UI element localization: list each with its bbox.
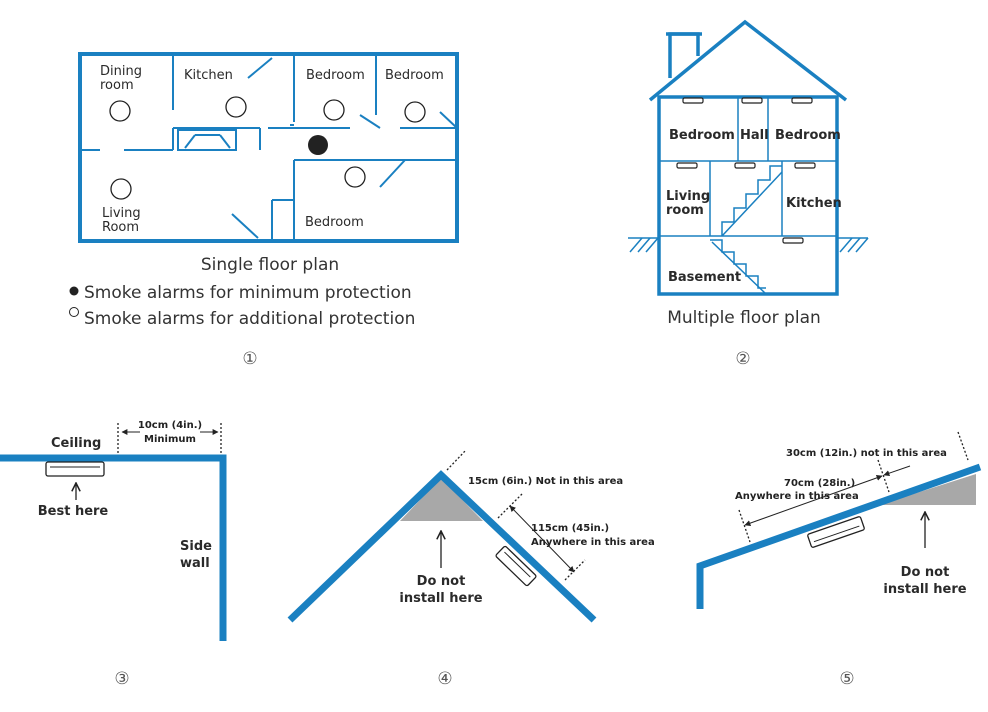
peak-anywhere-2: Anywhere in this area <box>531 537 655 548</box>
slope-do-not: Do not <box>901 565 950 580</box>
dist-10cm: 10cm (4in.) <box>138 420 202 431</box>
ground-hatch <box>628 237 869 253</box>
ceiling-label: Ceiling <box>51 436 101 451</box>
alarm-hollow-dining <box>109 100 131 122</box>
room-label-dining-2: room <box>100 78 134 93</box>
dist-minimum: Minimum <box>144 434 196 445</box>
caption-multiple-floor: Multiple floor plan <box>667 308 821 328</box>
house-label-living: Living <box>666 189 710 204</box>
peak-do-not: Do not <box>417 574 466 589</box>
caption-single-floor: Single floor plan <box>201 255 339 275</box>
single-floor-plan: Dining room Kitchen Bedroom Bedroom Bedr… <box>69 52 459 369</box>
figure-number-1: ① <box>242 349 257 369</box>
house-label-living-2: room <box>666 203 704 218</box>
peak-anywhere-1: 115cm (45in.) <box>531 523 609 534</box>
floor-outline <box>78 52 459 243</box>
peak-alarm <box>495 545 537 587</box>
house-label-bedroom-l: Bedroom <box>669 128 735 143</box>
slope-roof-line <box>696 463 982 609</box>
room-label-living-2: Room <box>102 220 139 235</box>
legend-filled-marker <box>69 286 79 296</box>
room-label-kitchen: Kitchen <box>184 68 233 83</box>
side-wall-label: Side <box>180 539 212 554</box>
ceiling-wall-line <box>0 454 227 641</box>
alarm-hollow-bedroom-b <box>404 101 426 123</box>
sloped-roof-diagram: 30cm (12in.) not in this area 70cm (28in… <box>696 431 982 689</box>
legend-minimum: Smoke alarms for minimum protection <box>84 283 412 303</box>
ceiling-alarm <box>45 461 105 477</box>
figure-number-5: ⑤ <box>839 669 854 689</box>
slope-not-area: 30cm (12in.) not in this area <box>786 448 947 459</box>
house-label-hall: Hall <box>740 128 769 143</box>
peak-install-here: install here <box>399 591 482 606</box>
house-outline <box>648 19 848 296</box>
room-label-dining: Dining <box>100 64 142 79</box>
alarm-filled-hallway <box>308 135 328 155</box>
best-here-label: Best here <box>38 504 109 519</box>
figure-number-3: ③ <box>114 669 129 689</box>
legend-hollow-marker <box>69 307 79 317</box>
slope-anywhere-2: Anywhere in this area <box>735 491 859 502</box>
side-wall-label-2: wall <box>180 556 210 571</box>
house-label-basement: Basement <box>668 270 741 285</box>
slope-anywhere-1: 70cm (28in.) <box>784 478 855 489</box>
multiple-floor-plan: Bedroom Hall Bedroom Living room Kitchen… <box>628 19 869 369</box>
figure-number-4: ④ <box>437 669 452 689</box>
room-label-bedroom-a: Bedroom <box>306 68 365 83</box>
alarm-hollow-kitchen <box>225 96 247 118</box>
house-label-bedroom-r: Bedroom <box>775 128 841 143</box>
figure-number-2: ② <box>735 349 750 369</box>
peak-roof-diagram: 15cm (6in.) Not in this area 115cm (45in… <box>287 449 655 689</box>
room-label-living: Living <box>102 206 141 221</box>
ceiling-wall-diagram: 10cm (4in.) Minimum Ceiling Best here Si… <box>0 420 227 689</box>
house-label-kitchen: Kitchen <box>786 196 842 211</box>
peak-not-area: 15cm (6in.) Not in this area <box>468 476 623 487</box>
slope-install-here: install here <box>883 582 966 597</box>
room-label-bedroom-b: Bedroom <box>385 68 444 83</box>
house-floors <box>659 97 837 295</box>
alarm-hollow-living <box>110 178 132 200</box>
room-label-bedroom-c: Bedroom <box>305 215 364 230</box>
alarm-hollow-bedroom-a <box>323 99 345 121</box>
interior-walls <box>82 56 458 239</box>
no-install-zone-peak <box>400 478 483 521</box>
house-alarms <box>676 97 816 244</box>
alarm-hollow-bedroom-c <box>344 166 366 188</box>
legend-additional: Smoke alarms for additional protection <box>84 309 415 329</box>
